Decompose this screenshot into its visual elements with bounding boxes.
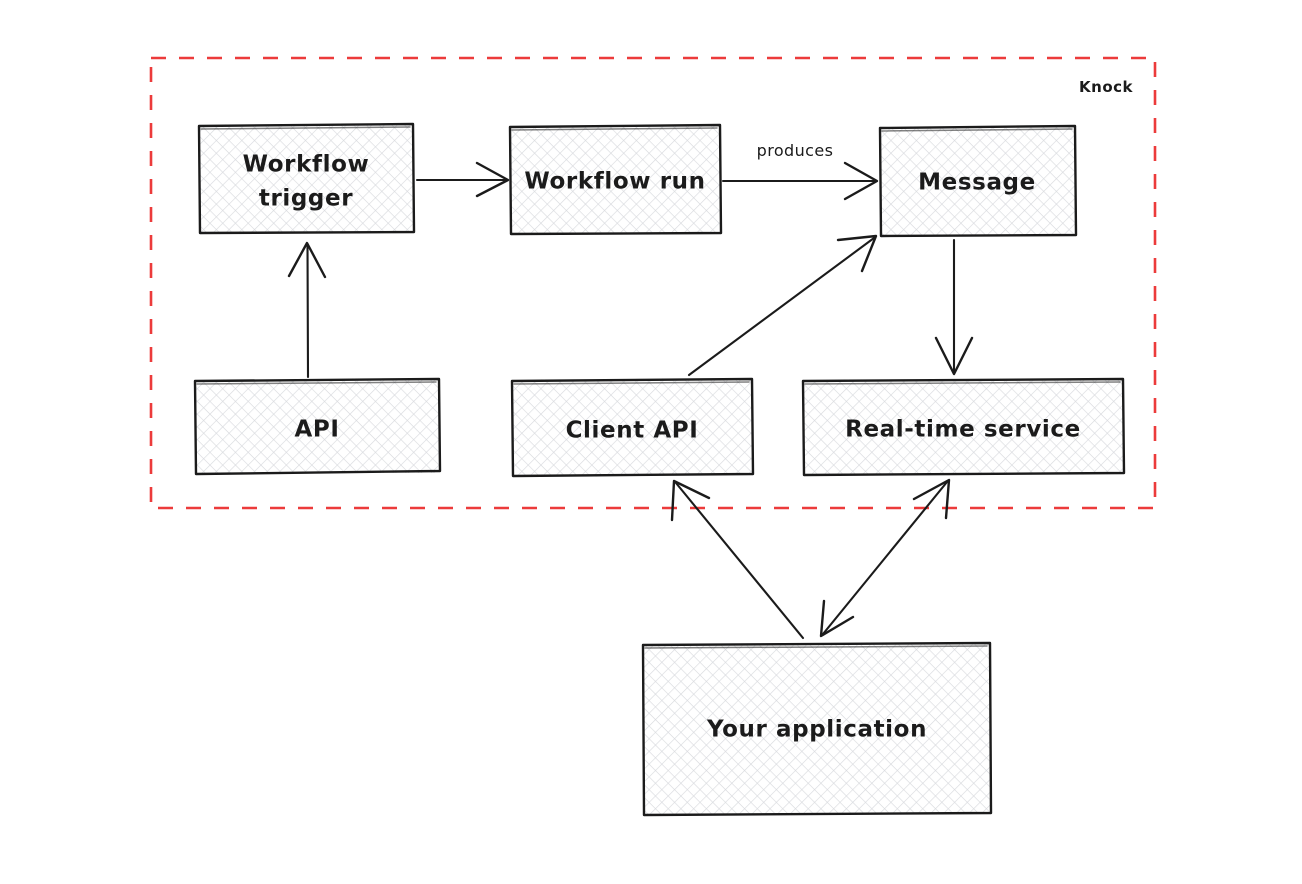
node-label-workflow-trigger-line1: Workflow — [243, 152, 370, 178]
node-label-api: API — [294, 417, 339, 443]
node-workflow-trigger[interactable]: Workflow trigger — [197, 122, 416, 235]
node-client-api[interactable]: Client API — [510, 377, 755, 478]
node-realtime-service[interactable]: Real-time service — [801, 377, 1126, 477]
node-your-application[interactable]: Your application — [641, 641, 993, 817]
edge-label-produces: produces — [757, 141, 834, 160]
node-label-workflow-trigger-line2: trigger — [259, 186, 353, 212]
edge-api-to-workflow-trigger — [287, 241, 327, 379]
edge-workflow-trigger-to-workflow-run — [415, 161, 510, 198]
node-label-message: Message — [918, 170, 1036, 196]
edge-message-to-realtime-service — [934, 238, 974, 376]
knock-group-label: Knock — [1079, 78, 1133, 96]
node-label-your-application: Your application — [706, 717, 927, 743]
edge-workflow-run-to-message: produces — [721, 141, 879, 201]
node-label-realtime-service: Real-time service — [845, 417, 1081, 443]
edge-client-api-to-message — [687, 234, 878, 377]
node-label-workflow-run: Workflow run — [524, 169, 705, 195]
node-message[interactable]: Message — [878, 124, 1078, 238]
edge-your-application-to-client-api — [670, 479, 805, 640]
node-api[interactable]: API — [193, 377, 442, 476]
knock-group-boundary: Knock — [149, 56, 1157, 510]
node-workflow-run[interactable]: Workflow run — [508, 123, 723, 236]
node-label-client-api: Client API — [566, 418, 699, 444]
edge-realtime-service-to-your-application — [819, 478, 951, 638]
